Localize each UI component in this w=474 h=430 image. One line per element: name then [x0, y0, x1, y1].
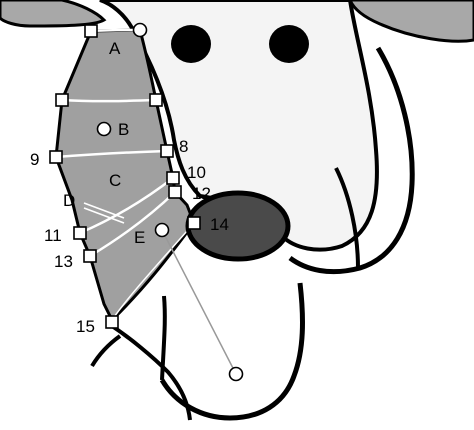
handle-e-circle[interactable] [156, 224, 169, 237]
left-ear [0, 0, 104, 26]
handle-13[interactable] [84, 250, 96, 262]
point-label-8: 8 [179, 137, 188, 156]
lower-left-branch [92, 336, 120, 366]
handle-ab-right[interactable] [150, 94, 162, 106]
lower-branch [112, 326, 190, 420]
region-label-b: B [118, 120, 129, 139]
handle-12[interactable] [169, 186, 181, 198]
handle-10[interactable] [167, 172, 179, 184]
point-label-15: 15 [76, 317, 95, 336]
region-label-c: C [109, 171, 121, 190]
region-label-e: E [134, 228, 145, 247]
right-ear [350, 0, 474, 41]
region-label-a: A [109, 39, 121, 58]
handle-15[interactable] [106, 316, 118, 328]
divider-line-a [91, 30, 140, 31]
divider-line-ab [62, 100, 156, 101]
point-label-11: 11 [44, 226, 62, 245]
handle-11[interactable] [74, 227, 86, 239]
point-label-9: 9 [30, 150, 39, 169]
handle-a-right-circle[interactable] [134, 24, 147, 37]
handle-b-circle[interactable] [98, 123, 111, 136]
point-label-10: 10 [187, 163, 206, 182]
handle-ab-left[interactable] [56, 94, 68, 106]
handle-end-circle[interactable] [230, 368, 243, 381]
point-label-12: 12 [192, 184, 211, 203]
handle-a-left[interactable] [85, 25, 97, 37]
region-label-d: D [63, 191, 75, 210]
left-eye [171, 25, 211, 63]
right-eye [269, 25, 309, 63]
handle-8[interactable] [161, 145, 173, 157]
point-label-14: 14 [210, 215, 229, 234]
handle-14[interactable] [188, 217, 200, 229]
point-label-13: 13 [54, 252, 73, 271]
handle-9[interactable] [50, 151, 62, 163]
